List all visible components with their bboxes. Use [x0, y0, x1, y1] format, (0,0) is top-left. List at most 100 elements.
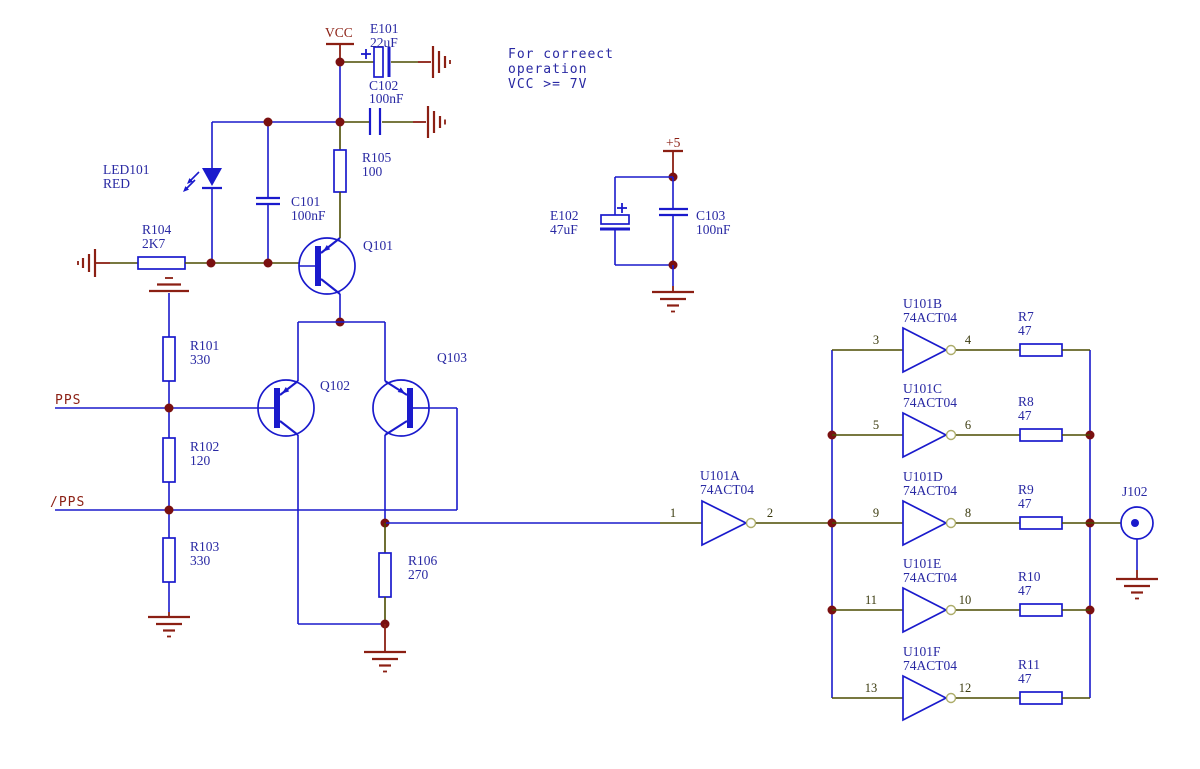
operation-note: For correect operation VCC >= 7V: [508, 47, 614, 92]
e102-ref: E102: [550, 208, 579, 223]
u101b-part: 74ACT04: [903, 310, 957, 325]
resistor-r102: R102 120: [162, 437, 219, 483]
u101c-part: 74ACT04: [903, 395, 957, 410]
u101d-part: 74ACT04: [903, 483, 957, 498]
r103-ref: R103: [190, 539, 220, 554]
resistor-r106: R106 270: [378, 523, 438, 624]
r104-value: 2K7: [142, 236, 165, 251]
u101d-ref: U101D: [903, 469, 943, 484]
u101a-pin-out: 2: [767, 506, 773, 520]
u101a-ref: U101A: [700, 468, 740, 483]
r10-ref: R10: [1018, 569, 1041, 584]
pps-inv-net-label: /PPS: [50, 495, 85, 510]
c101-value: 100nF: [291, 208, 326, 223]
u101c-ref: U101C: [903, 381, 942, 396]
u101d-pin-out: 8: [965, 506, 971, 520]
q102-ref: Q102: [320, 378, 350, 393]
u101e-pin-out: 10: [959, 593, 972, 607]
plus5-net-label: +5: [666, 135, 681, 150]
r10-value: 47: [1018, 583, 1032, 598]
e101-ref: E101: [370, 21, 399, 36]
u101e-part: 74ACT04: [903, 570, 957, 585]
r8-value: 47: [1018, 408, 1032, 423]
ground-icon: [148, 612, 190, 638]
c101-ref: C101: [291, 194, 320, 209]
led101-ref: LED101: [103, 162, 150, 177]
junction-dot: [164, 403, 174, 413]
inverter-u101d: U101D 74ACT04 9 8: [832, 469, 1020, 547]
junction-dot: [206, 258, 216, 268]
inverter-u101a: U101A 74ACT04 1 2: [386, 468, 832, 547]
inverter-u101b: U101B 74ACT04 3 4: [832, 296, 1020, 374]
ground-icon: [364, 624, 406, 673]
connector-j102: J102: [1090, 484, 1154, 540]
inverter-u101c: U101C 74ACT04 5 6: [832, 381, 1020, 459]
plus5-power-flag: +5: [663, 135, 683, 177]
r101-ref: R101: [190, 338, 219, 353]
inverter-u101f: U101F 74ACT04 13 12: [832, 644, 1020, 722]
j102-ref: J102: [1122, 484, 1148, 499]
r9-value: 47: [1018, 496, 1032, 511]
c102-value: 100nF: [369, 91, 404, 106]
transistor-q101: Q101: [298, 237, 393, 295]
note-line-1: For correect: [508, 47, 614, 62]
r105-ref: R105: [362, 150, 392, 165]
ground-icon: [431, 46, 451, 78]
u101b-pin-in: 3: [873, 333, 879, 347]
u101b-ref: U101B: [903, 296, 942, 311]
r11-value: 47: [1018, 671, 1032, 686]
resistor-r101: R101 330: [162, 336, 219, 382]
inverter-u101e: U101E 74ACT04 11 10: [832, 556, 1020, 634]
r105-value: 100: [362, 164, 383, 179]
net-pps: PPS: [55, 393, 258, 409]
transistor-q103: Q103: [372, 350, 467, 437]
r106-ref: R106: [408, 553, 438, 568]
led101-value: RED: [103, 176, 130, 191]
resistor-r11: R11 47: [1018, 657, 1090, 705]
r9-ref: R9: [1018, 482, 1034, 497]
u101a-part: 74ACT04: [700, 482, 754, 497]
junction-dot: [335, 117, 345, 127]
u101e-ref: U101E: [903, 556, 941, 571]
led-led101: LED101 RED: [103, 122, 222, 263]
r104-ref: R104: [142, 222, 172, 237]
led-emission-arrows-icon: [183, 171, 200, 192]
ground-icon: [149, 277, 189, 293]
c103-value: 100nF: [696, 222, 731, 237]
q101-ref: Q101: [363, 238, 393, 253]
r106-value: 270: [408, 567, 429, 582]
r102-value: 120: [190, 453, 211, 468]
ground-icon: [1116, 539, 1158, 600]
u101f-pin-out: 12: [959, 681, 972, 695]
q103-ref: Q103: [437, 350, 467, 365]
capacitor-c102: C102 100nF: [340, 78, 426, 135]
capacitor-c103: C103 100nF: [659, 177, 731, 265]
u101f-ref: U101F: [903, 644, 941, 659]
pps-net-label: PPS: [55, 393, 81, 408]
r101-value: 330: [190, 352, 211, 367]
resistor-r9: R9 47: [1018, 482, 1090, 530]
resistor-r103: R103 330: [162, 537, 220, 583]
capacitor-e102: E102 47uF: [550, 176, 673, 266]
u101c-pin-out: 6: [965, 418, 971, 432]
vcc-net-label: VCC: [325, 25, 353, 40]
junction-dot: [164, 505, 174, 515]
u101c-pin-in: 5: [873, 418, 879, 432]
junction-dot: [263, 117, 273, 127]
note-line-3: VCC >= 7V: [508, 77, 587, 92]
c103-ref: C103: [696, 208, 726, 223]
r102-ref: R102: [190, 439, 219, 454]
r8-ref: R8: [1018, 394, 1034, 409]
e102-value: 47uF: [550, 222, 578, 237]
r7-value: 47: [1018, 323, 1032, 338]
note-line-2: operation: [508, 62, 587, 77]
junction-dot: [335, 57, 345, 67]
capacitor-e101: E101 22uF: [340, 21, 431, 78]
resistor-r105: R105 100: [333, 122, 392, 238]
transistor-q102: Q102: [257, 378, 350, 437]
vcc-power-flag: VCC: [325, 25, 354, 62]
resistor-r7: R7 47: [1018, 309, 1090, 357]
ground-icon: [77, 249, 110, 277]
